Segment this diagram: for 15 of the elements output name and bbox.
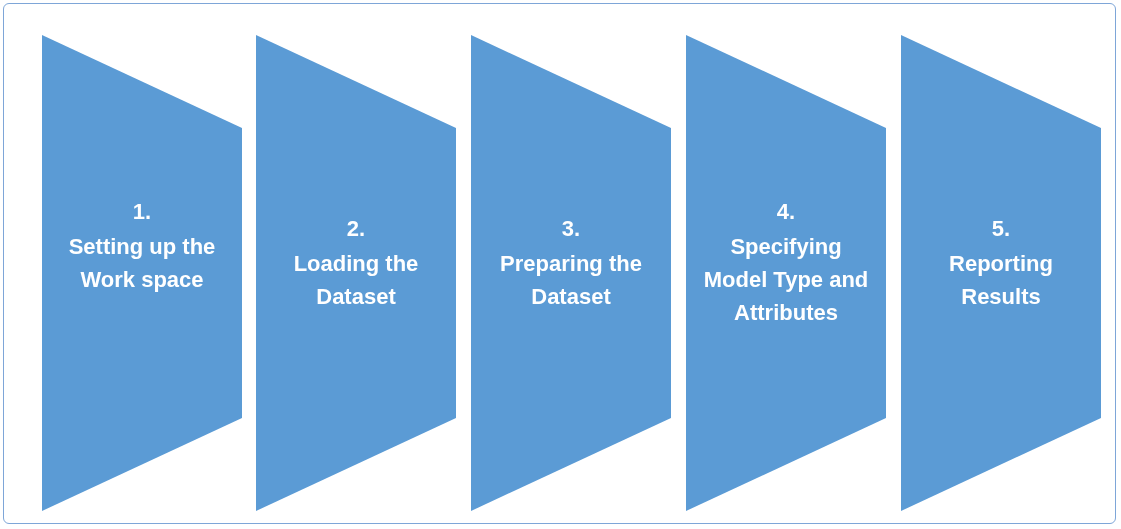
step-label: Preparing the Dataset [499,250,643,311]
step-number: 3. [561,215,581,243]
step-number: 4. [776,198,796,226]
step-label: Specifying Model Type and Attributes [702,233,870,327]
trapezoid-step [686,35,886,511]
trapezoid-step [901,35,1101,511]
trapezoid-step [256,35,456,511]
trapezoid-step [42,35,242,511]
step-number: 1. [132,198,152,226]
step-number: 5. [991,215,1011,243]
step-number: 2. [346,215,366,243]
trapezoid-step [471,35,671,511]
step-label: Reporting Results [948,250,1054,311]
step-label: Setting up the Work space [67,233,217,294]
step-label: Loading the Dataset [292,250,420,311]
